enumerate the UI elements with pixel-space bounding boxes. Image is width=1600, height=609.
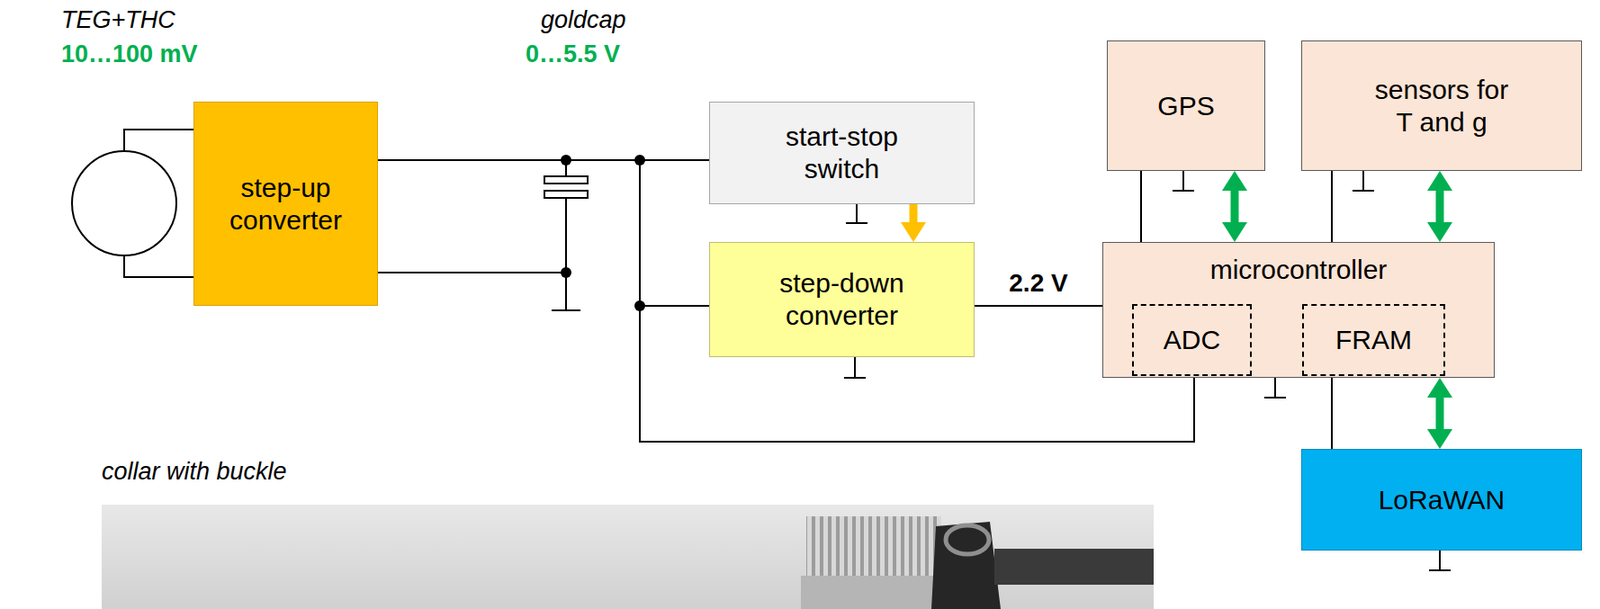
- wire: [1331, 377, 1333, 450]
- wire: [1141, 170, 1142, 243]
- photo: [101, 504, 1154, 609]
- voltage-range: 10…100 mV: [61, 39, 198, 69]
- module-box: GPS: [1106, 40, 1266, 171]
- signal-arrow: [1222, 170, 1248, 243]
- controller-box: microcontrollerADC FRAM: [1102, 242, 1495, 378]
- box-label: GPS: [1157, 89, 1214, 123]
- capacitor-symbol: [544, 176, 588, 198]
- box-label: step-down converter: [765, 267, 919, 333]
- source-name: TEG+THC: [61, 5, 176, 35]
- wire: [1331, 170, 1333, 243]
- box-label: start-stop switch: [770, 120, 915, 186]
- junction-dots: [560, 154, 646, 312]
- memory-box: FRAM: [1302, 304, 1446, 377]
- radio-box: LoRaWAN: [1301, 449, 1583, 551]
- converter-box: step-down converter: [709, 242, 975, 358]
- voltage-label: 2.2 V: [1006, 268, 1070, 299]
- box-label: step-up converter: [218, 171, 354, 237]
- switch-box: start-stop switch: [709, 101, 975, 205]
- voltage-source: [71, 151, 177, 256]
- signal-arrow: [900, 204, 926, 243]
- box-label: ADC: [1163, 323, 1221, 357]
- wire: [377, 160, 710, 306]
- box-label: FRAM: [1335, 323, 1412, 357]
- photo-caption: collar with buckle: [101, 457, 288, 486]
- signal-arrow: [1427, 170, 1453, 243]
- wire: [974, 305, 1103, 307]
- voltage-range: 0…5.5 V: [525, 39, 621, 69]
- peripheral-box: ADC: [1132, 304, 1252, 377]
- signal-arrow: [1427, 377, 1453, 450]
- converter-box: step-up converter: [193, 101, 378, 306]
- box-label: microcontroller: [1210, 253, 1388, 287]
- sensor-box: sensors for T and g: [1301, 40, 1583, 171]
- box-label: LoRaWAN: [1378, 484, 1506, 517]
- capacitor-name: goldcap: [540, 5, 627, 35]
- box-label: sensors for T and g: [1367, 73, 1517, 139]
